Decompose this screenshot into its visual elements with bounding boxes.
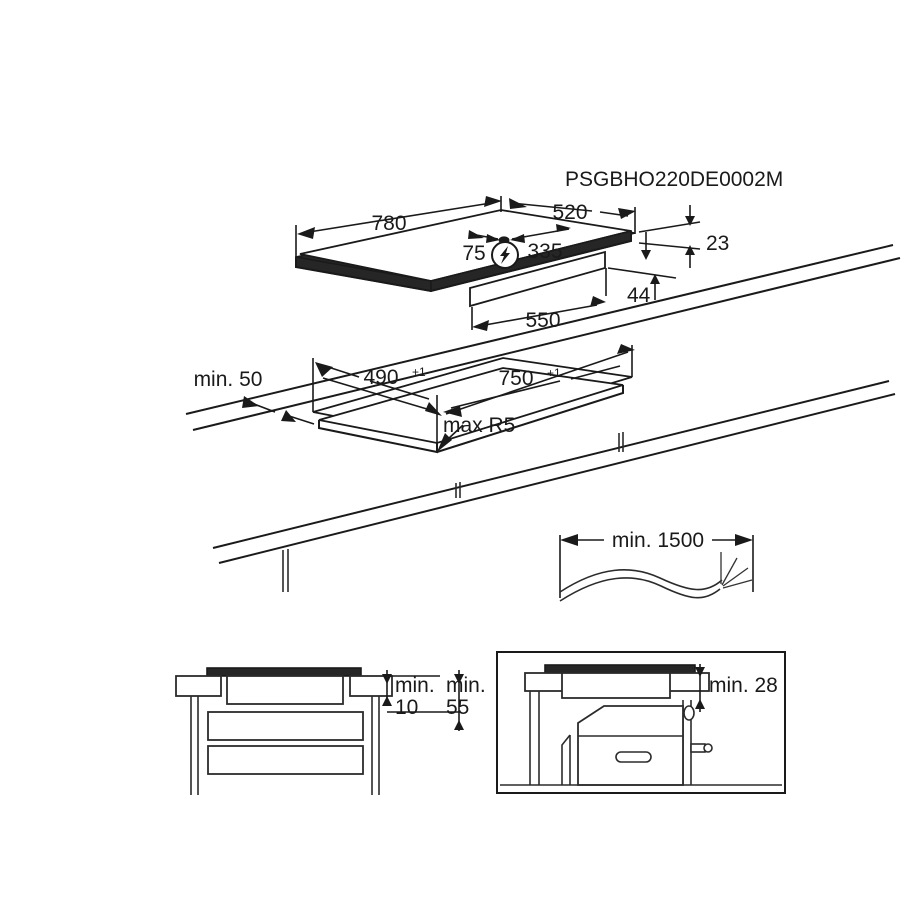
oven-section-frame [496,651,786,794]
dimension-23-label: 23 [706,232,729,255]
min-10-arrow-up [382,696,392,706]
dimension-75-label: 75 [462,242,485,265]
oven-body [577,705,684,786]
hob-underside-body [469,250,606,308]
cable-wire-2 [721,557,738,586]
worktop-back-edge-bottom [192,257,901,431]
cutout-isometric-view: min. 50 490 +1 750 +1 [185,244,901,592]
callout-max-r5-label: max R5 [443,414,515,437]
dimension-min-55-value: 55 [446,696,469,719]
section-over-oven-view: min. 28 [496,651,786,794]
dimension-490-tolerance: +1 [412,365,426,379]
dimension-min-10: min. 10 [382,670,440,719]
dimension-23: 23 [638,205,729,268]
dimension-44-label: 44 [627,284,651,307]
cable-wire-3 [722,567,749,587]
oven-section-hob-body [561,672,671,699]
dimension-min-10-word: min. [395,674,435,697]
electrical-connection-marker [491,236,519,269]
lightning-bolt-icon [500,246,510,264]
section-over-drawers-view: min. 10 min. 55 [175,667,486,795]
dimension-780-label: 780 [371,212,406,235]
hob-body-outline [295,231,632,293]
oven-knob-upper [683,705,695,721]
dimension-520: 520 [509,198,636,234]
oven-section-hob-plate [544,664,696,674]
dimension-44: 44 [607,267,677,307]
dimension-750: 750 +1 [443,344,635,417]
drawer-front-upper [207,711,364,741]
drawer-section-worktop-left [175,675,222,697]
dimension-75: 75 [462,230,500,265]
cable-length-view: min. 1500 [559,529,754,602]
min-28-arrow-up [695,699,705,709]
dimension-min-1500-label: min. 1500 [612,529,704,552]
drawer-section-worktop-right [349,675,393,697]
oven-section-worktop-right [664,672,710,692]
dimension-750-label: 750 [498,367,533,390]
dimension-335: 335 [510,224,571,263]
dimension-min-28: min. 28 [695,664,778,712]
dimension-min-55-word: min. [446,674,486,697]
dimension-780: 780 [295,196,502,258]
oven-fixing-screw-head [703,743,713,753]
cutout-far-wall [436,385,624,453]
cable-arrow-left [560,534,578,546]
worktop-front-edge-bottom [218,393,896,564]
cable-body-lower [559,577,721,602]
dimension-min-50-label: min. 50 [194,368,263,391]
dimension-490-label: 490 [363,366,398,389]
dimension-490: 490 +1 [312,358,442,416]
min-10-arrow-down [382,674,392,684]
oven-door-handle [615,751,652,763]
worktop-back-edge-top [185,244,894,415]
min-55-arrow-down [454,674,464,684]
cable-body-upper [559,569,723,593]
min-28-arrow-down [695,667,705,677]
dimension-min-10-value: 10 [395,696,418,719]
dimension-520-label: 520 [552,201,587,224]
dimension-min-55: min. 55 [387,670,486,731]
min-55-arrow-up [454,720,464,730]
drawer-section-hob-plate [206,667,362,677]
worktop-front-edge-top [212,380,890,549]
hob-isometric-view: 780 520 75 335 [295,196,729,332]
cable-wire-4 [722,579,753,589]
drawer-section-hob-body [226,675,344,705]
dimension-min-28-label: min. 28 [709,674,778,697]
callout-max-r5: max R5 [436,395,515,453]
part-number-label: PSGBHO220DE0002M [565,168,783,191]
oven-fixing-screw-body [690,743,706,753]
dimension-335-label: 335 [527,240,562,263]
oven-left-foot [561,734,571,785]
dimension-750-tolerance: +1 [547,366,561,380]
dimension-min-50: min. 50 [194,368,315,425]
cable-arrow-right [735,534,753,546]
drawer-front-lower [207,745,364,775]
oven-section-worktop-left [524,672,566,692]
